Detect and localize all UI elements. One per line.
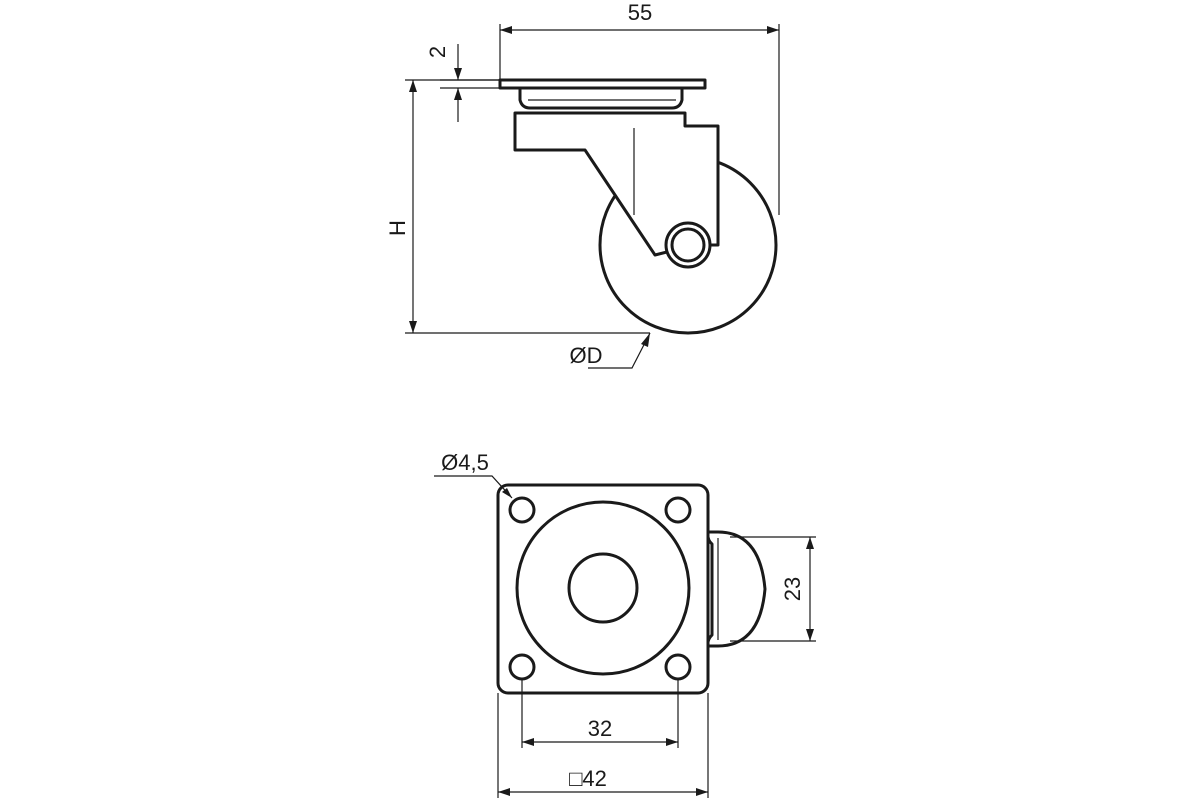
dimension-32: 32 (521, 679, 679, 748)
dimension-42: □42 (497, 693, 709, 798)
dimension-55-label: 55 (628, 0, 652, 25)
swivel-ring-outer (515, 500, 691, 676)
mounting-hole-top-right (664, 496, 692, 524)
swivel-bearing (518, 85, 684, 110)
dimension-h-label: H (385, 220, 410, 236)
axle-inner (670, 227, 706, 263)
mounting-hole-top-left (508, 496, 536, 524)
dimension-32-label: 32 (588, 716, 612, 741)
swivel-ring-inner (567, 552, 639, 624)
dimension-55: 55 (499, 0, 780, 215)
top-view: Ø4,5 32 □42 23 (434, 450, 816, 798)
side-view: 55 2 H ØD (385, 0, 780, 369)
dimension-2: 2 (425, 44, 500, 122)
wheel-profile (706, 530, 767, 648)
mounting-plate (498, 78, 707, 90)
dimension-hole-label: Ø4,5 (441, 450, 489, 475)
dimension-hole: Ø4,5 (434, 450, 513, 499)
dimension-23-label: 23 (780, 577, 805, 601)
dimension-2-label: 2 (425, 46, 450, 58)
dimension-23: 23 (730, 536, 816, 642)
dimension-h: H (385, 79, 650, 334)
dimension-42-label: □42 (569, 766, 607, 791)
dimension-diameter: ØD (570, 332, 651, 369)
square-plate (496, 483, 710, 695)
dimension-diameter-label: ØD (570, 343, 603, 368)
